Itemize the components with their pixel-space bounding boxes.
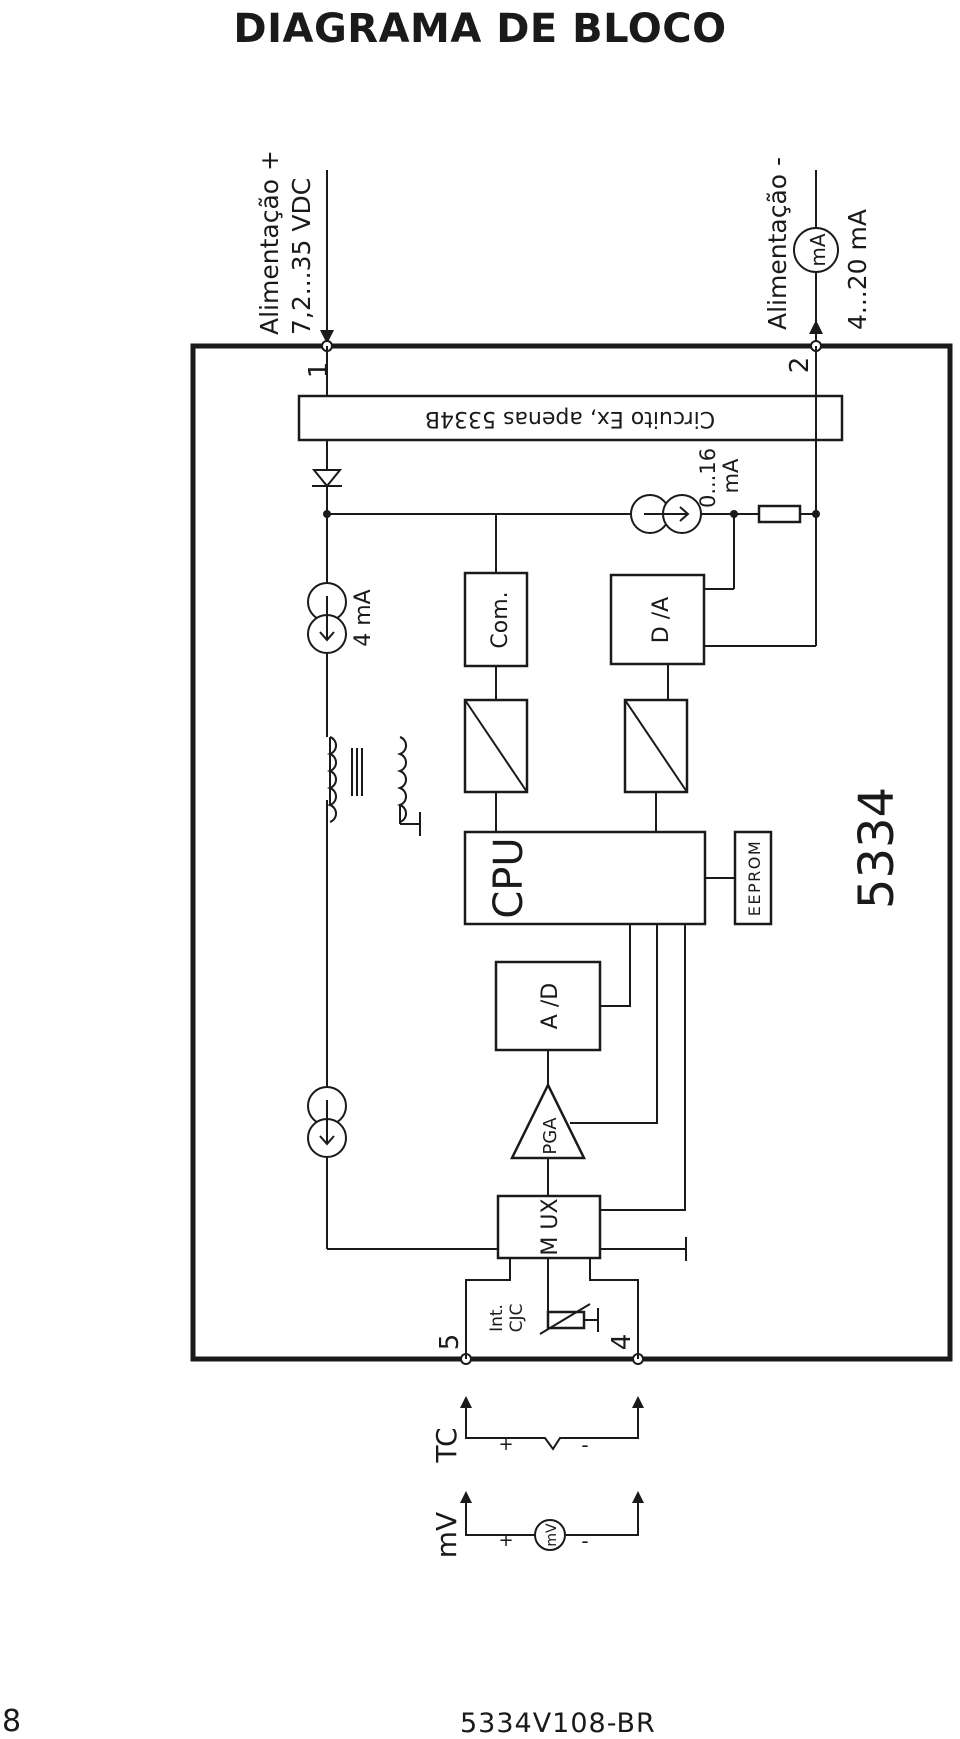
current-source-16ma-label-1: 0...16 — [696, 448, 720, 508]
document-code: 5334V108-BR — [460, 1708, 656, 1739]
milliammeter-icon: mA — [793, 227, 839, 273]
com-label: Com. — [488, 591, 513, 648]
current-source-icon — [307, 582, 347, 654]
ex-circuit-label: Circuito Ex, apenas 5334B — [425, 406, 715, 431]
da-block — [609, 573, 706, 666]
isolation-barrier-icon — [463, 698, 529, 794]
page-number: 8 — [2, 1704, 22, 1739]
supply-current-range: 4...20 mA — [843, 209, 872, 330]
mv-source-icon: mV — [534, 1519, 566, 1551]
model-number: 5334 — [849, 787, 905, 909]
svg-text:mV: mV — [544, 1523, 560, 1547]
cpu-label: CPU — [486, 837, 532, 918]
mv-label: mV — [430, 1512, 463, 1558]
supply-minus-label: Alimentação - — [763, 157, 792, 330]
pga-label: PGA — [540, 1117, 561, 1155]
tc-label: TC — [430, 1427, 463, 1463]
diode-icon — [311, 469, 343, 488]
ex-circuit-block — [297, 394, 844, 442]
da-label: D /A — [649, 597, 674, 643]
current-source-icon — [630, 494, 702, 534]
mv-minus: - — [581, 1529, 588, 1553]
current-source-icon — [307, 1086, 347, 1158]
supply-plus-voltage: 7,2...35 VDC — [287, 178, 316, 335]
current-source-4ma-label: 4 mA — [351, 589, 376, 646]
terminal-2: 2 — [785, 340, 822, 374]
tc-plus: + — [498, 1434, 513, 1455]
tc-minus: - — [581, 1433, 588, 1457]
device-enclosure — [190, 343, 953, 1362]
svg-text:mA: mA — [806, 233, 830, 266]
supply-plus-label: Alimentação + — [255, 150, 284, 335]
mux-block — [496, 1194, 602, 1260]
svg-text:4: 4 — [607, 1334, 637, 1351]
cjc-label-2: CJC — [507, 1304, 527, 1333]
terminal-5: 5 — [435, 1334, 472, 1365]
eeprom-label: EEPROM — [745, 840, 764, 916]
eeprom-block — [733, 830, 773, 926]
current-source-16ma-label-2: mA — [719, 458, 743, 493]
mux-label: M UX — [538, 1198, 563, 1255]
mv-plus: + — [498, 1530, 513, 1551]
ad-label: A /D — [538, 983, 563, 1029]
resistor-icon — [757, 504, 802, 524]
ad-block — [494, 960, 602, 1052]
cjc-label-1: Int. — [487, 1304, 507, 1332]
page-title: DIAGRAMA DE BLOCO — [233, 6, 727, 52]
transformer-icon — [326, 736, 421, 836]
svg-text:5: 5 — [435, 1334, 465, 1351]
com-block — [463, 571, 529, 668]
cjc-thermistor-icon — [539, 1303, 599, 1335]
svg-text:1: 1 — [304, 362, 334, 379]
isolation-barrier-icon — [623, 698, 689, 794]
svg-text:2: 2 — [785, 357, 815, 374]
cpu-block — [463, 830, 707, 926]
